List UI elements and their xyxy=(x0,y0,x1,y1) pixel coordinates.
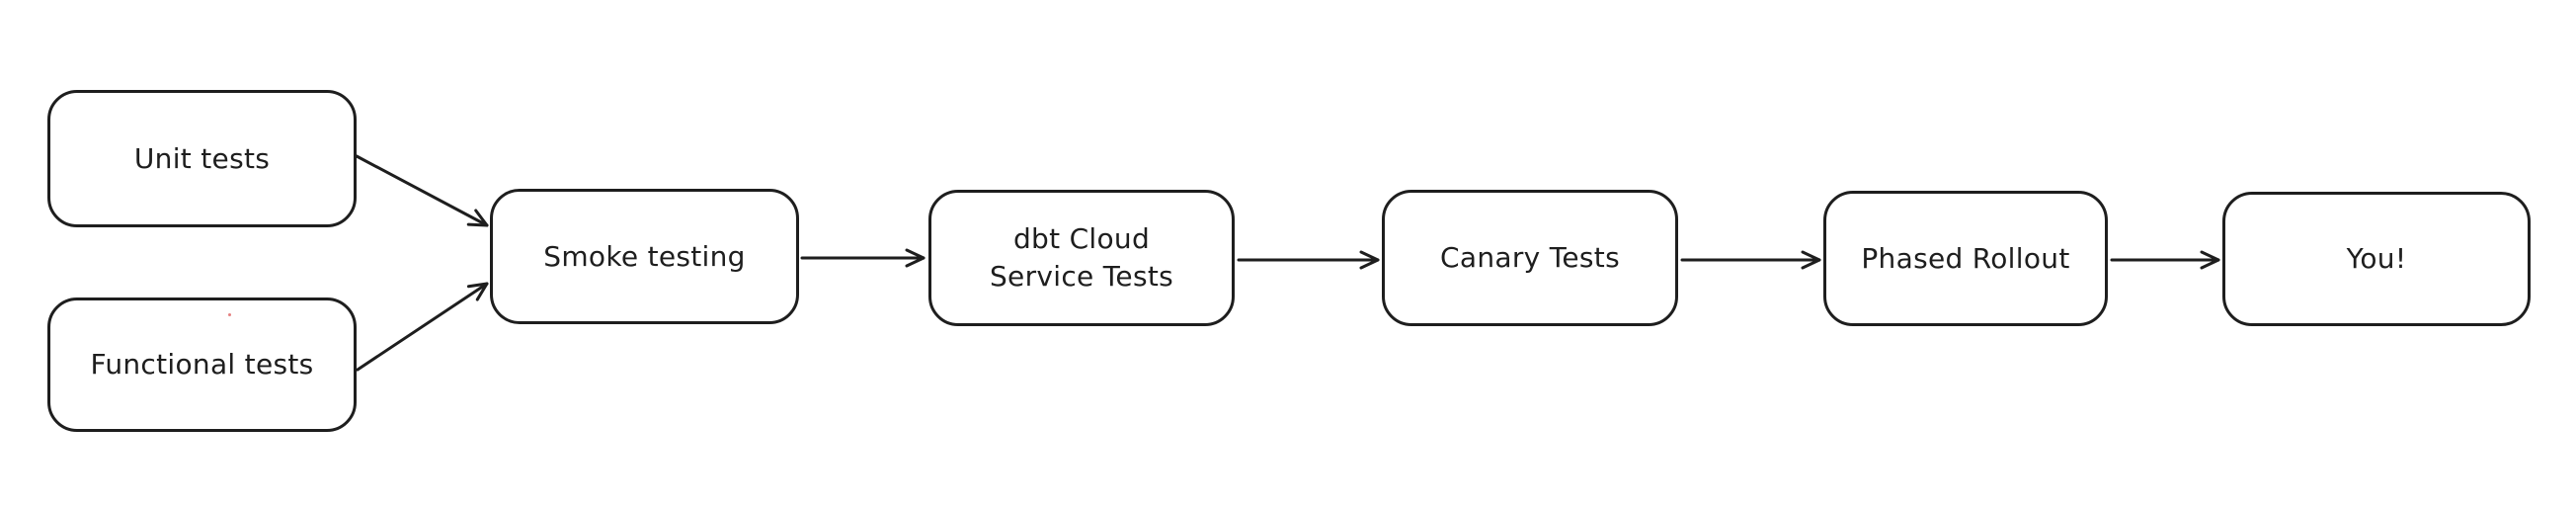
node-phased-rollout-label: Phased Rollout xyxy=(1861,241,2070,275)
node-smoke-testing: Smoke testing xyxy=(490,189,799,324)
node-you: You! xyxy=(2222,192,2531,326)
node-dbt-cloud-service-tests: dbt Cloud Service Tests xyxy=(928,190,1235,326)
node-canary-tests-label: Canary Tests xyxy=(1440,241,1620,275)
node-functional-tests: Functional tests xyxy=(47,298,357,432)
node-unit-tests-label: Unit tests xyxy=(133,141,271,175)
node-phased-rollout: Phased Rollout xyxy=(1823,191,2108,326)
node-smoke-testing-label: Smoke testing xyxy=(543,239,746,273)
edge-unit-tests-to-smoke-testing xyxy=(355,154,489,227)
edge-functional-tests-to-smoke-testing xyxy=(356,282,489,372)
node-dbt-cloud-label-line2: Service Tests xyxy=(989,260,1173,293)
stray-red-dot xyxy=(228,313,231,316)
node-unit-tests: Unit tests xyxy=(47,90,357,227)
node-canary-tests: Canary Tests xyxy=(1382,190,1678,326)
node-dbt-cloud-label-line1: dbt Cloud xyxy=(1012,222,1151,256)
node-dbt-cloud-service-tests-label: dbt Cloud Service Tests xyxy=(990,220,1173,296)
node-you-label: You! xyxy=(2346,242,2407,276)
node-functional-tests-label: Functional tests xyxy=(90,348,314,382)
